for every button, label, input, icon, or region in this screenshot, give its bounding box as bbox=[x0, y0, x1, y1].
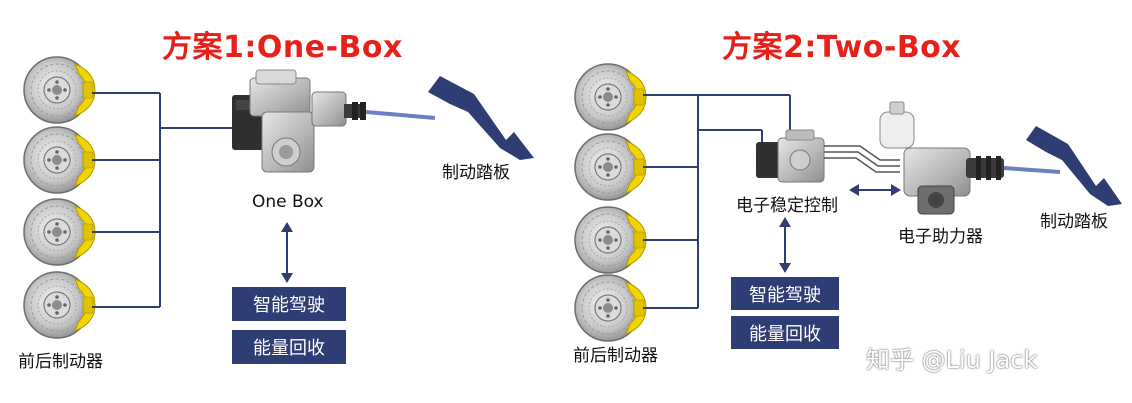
function-box-energy-recovery-1: 能量回收 bbox=[232, 330, 346, 364]
arrow-updown-2 bbox=[779, 217, 791, 273]
brake-lines-1 bbox=[92, 92, 240, 308]
esc-label: 电子稳定控制 bbox=[736, 196, 838, 216]
pedal-label-2: 制动踏板 bbox=[1040, 212, 1108, 232]
arrow-updown-1 bbox=[281, 222, 293, 283]
esc-unit bbox=[756, 129, 825, 183]
esc-booster-pipes bbox=[824, 145, 900, 173]
function-box-energy-recovery-2: 能量回收 bbox=[731, 316, 839, 349]
booster-unit bbox=[879, 101, 1004, 215]
function-box-intelligent-driving-2: 智能驾驶 bbox=[731, 277, 839, 310]
scheme1-title: 方案1:One-Box bbox=[162, 30, 403, 65]
brake-pedal-2 bbox=[1026, 126, 1122, 206]
brake-disc-4 bbox=[23, 271, 96, 339]
brake-lines-2 bbox=[643, 94, 791, 309]
brake-disc-6 bbox=[574, 133, 647, 201]
brake-pedal-1 bbox=[428, 76, 534, 160]
arrow-leftright bbox=[849, 184, 901, 196]
watermark: 知乎 @Liu Jack bbox=[866, 346, 1038, 374]
brakes-label-1: 前后制动器 bbox=[18, 352, 103, 372]
brake-disc-7 bbox=[574, 206, 647, 274]
one-box-label: One Box bbox=[252, 192, 324, 212]
function-box-intelligent-driving-1: 智能驾驶 bbox=[232, 287, 346, 321]
brake-disc-5 bbox=[574, 63, 647, 131]
brake-disc-2 bbox=[23, 126, 96, 194]
brake-disc-1 bbox=[23, 56, 96, 124]
pedal-label-1: 制动踏板 bbox=[442, 163, 510, 183]
pushrod-2 bbox=[1003, 166, 1061, 174]
brakes-label-2: 前后制动器 bbox=[573, 346, 658, 366]
pushrod-1 bbox=[365, 110, 436, 120]
brake-disc-3 bbox=[23, 198, 96, 266]
scheme2-title: 方案2:Two-Box bbox=[722, 30, 962, 65]
one-box-unit bbox=[232, 69, 366, 173]
brake-disc-8 bbox=[574, 274, 647, 342]
booster-label: 电子助力器 bbox=[898, 227, 983, 247]
